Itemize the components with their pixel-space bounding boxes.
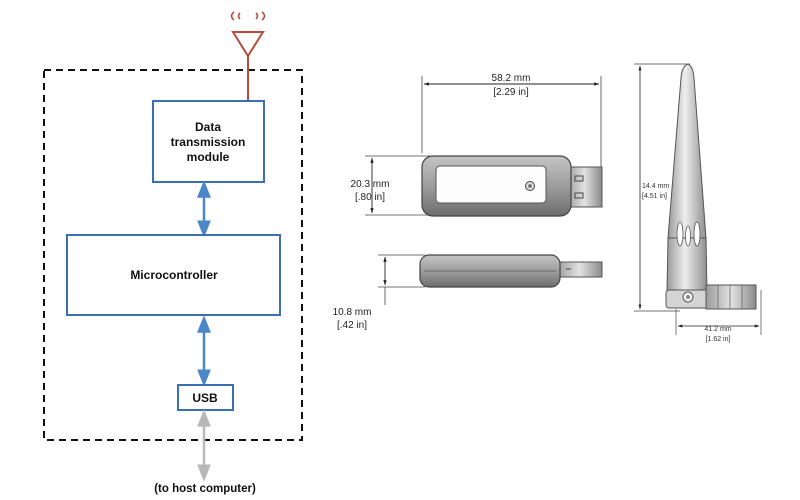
device-boundary [43,69,303,441]
width-mm-label: 20.3 mm [351,179,390,190]
length-in-label: [2.29 in] [493,87,529,98]
usb-label: USB [192,391,218,405]
dongle-top-view [421,155,603,217]
antenna-base-mm-label: 41.2 mm [704,326,731,333]
microcontroller-label: Microcontroller [130,268,218,282]
host-computer-caption: (to host computer) [154,483,256,495]
thickness-mm-label: 10.8 mm [333,307,372,318]
block-diagram: Data transmission module Microcontroller… [43,11,303,495]
microcontroller-block [66,234,281,316]
thickness-in-label: [.42 in] [337,320,367,331]
antenna-height-mm-label: 14.4 mm [642,183,669,190]
antenna-body [665,63,757,310]
width-in-label: [.80 in] [355,192,385,203]
antenna-height-in-label: [4.51 in] [642,193,667,200]
antenna-dimension-drawing: 14.4 mm [4.51 in] 41.2 mm [1.62 in] [634,63,762,343]
dongle-dimension-drawing: 58.2 mm [2.29 in] 20.3 mm [.80 in] [333,73,603,331]
dongle-side-view [419,254,603,288]
data-block-line-2: transmission [171,135,246,149]
antenna-base-in-label: [1.62 in] [706,336,731,343]
length-mm-label: 58.2 mm [492,73,531,84]
data-block-line-3: module [187,150,230,164]
data-transmission-module-block [152,100,265,183]
antenna-symbol-icon [230,11,266,101]
data-block-line-1: Data [195,120,221,134]
